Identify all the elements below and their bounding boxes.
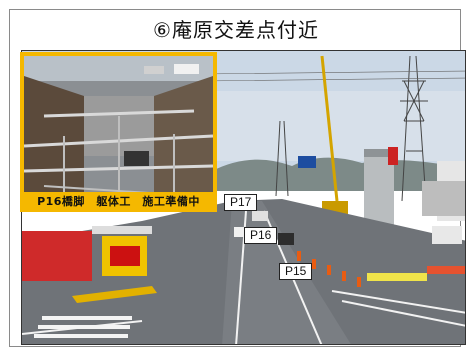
inset-photo [20,52,217,212]
pier-label-p16: P16 [244,227,278,244]
pier-label-p15: P15 [279,263,313,280]
pier-label-p17: P17 [224,194,258,211]
site-photo [21,50,466,345]
site-photo-illustration [22,51,465,344]
page-title: ⑥庵原交差点付近 [153,18,319,42]
inset-photo-illustration [24,56,213,208]
inset-caption: P16橋脚 躯体工 施工準備中 [20,192,217,212]
